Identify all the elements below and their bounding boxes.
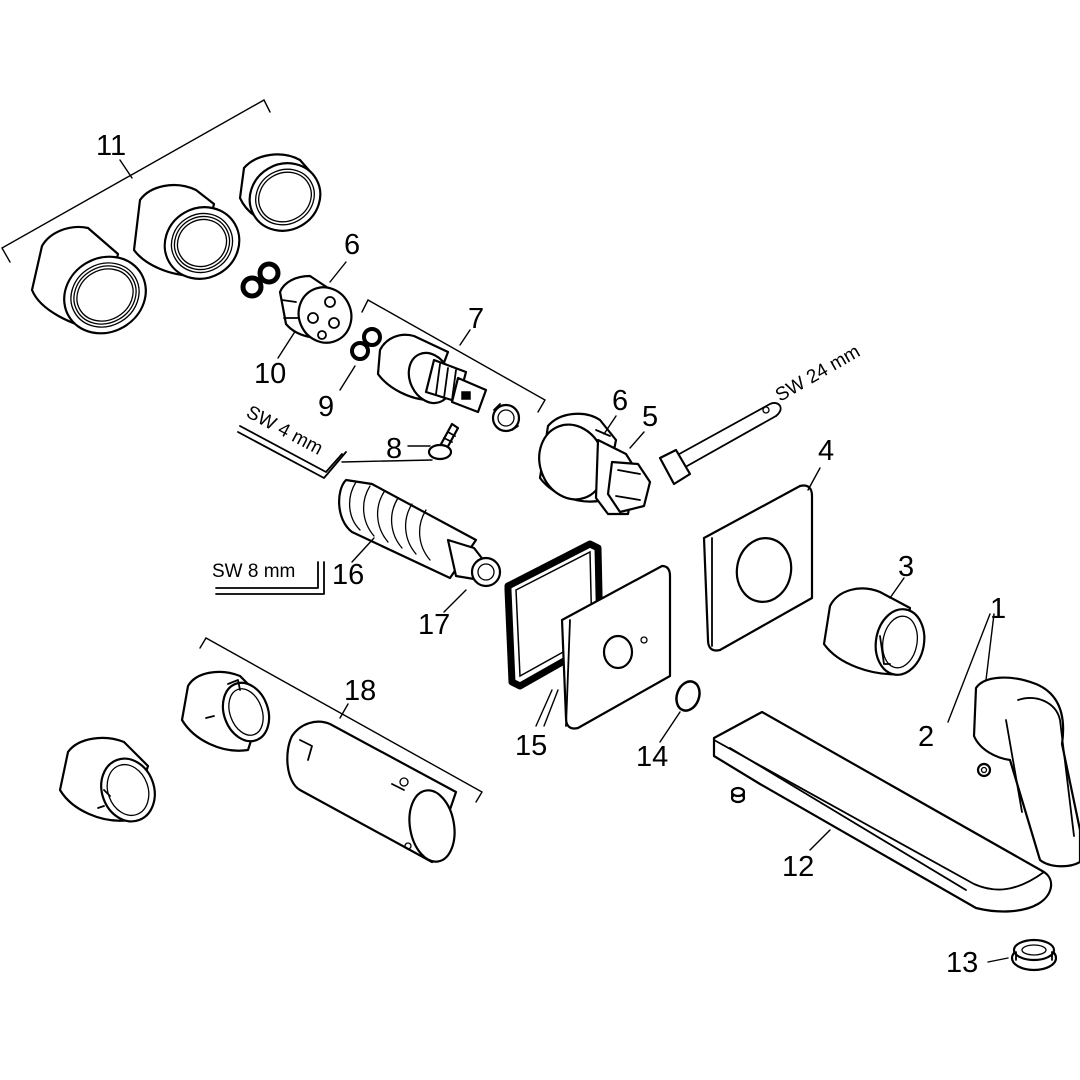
label-6-lower: 6 [612,385,628,417]
trim-sleeve-medium [132,183,241,280]
part-15-gasket-plate: 15 [504,540,672,762]
part-2-screw: 2 [918,721,992,778]
label-14: 14 [636,741,668,773]
label-7: 7 [468,303,484,335]
installation-adapter [180,670,271,752]
part-11-bracket [1,99,271,263]
part-9-seals: 9 [318,327,382,423]
label-10: 10 [254,358,286,390]
part-8-screw: 8 [386,422,460,465]
hex-key-8mm: SW 8 mm [212,561,325,595]
label-2: 2 [918,721,934,753]
part-12-spout: 12 [712,710,1053,913]
part-16-extension: 16 [332,478,490,591]
label-1: 1 [990,593,1006,625]
trim-sleeve-large [30,225,147,335]
part-14-o-ring: 14 [636,680,701,773]
label-18: 18 [344,675,376,707]
label-sw-8mm: SW 8 mm [212,561,295,582]
part-7-cartridge: 7 [361,299,546,433]
label-sw-24mm: SW 24 mm [772,341,864,406]
label-6-upper: 6 [344,229,360,261]
label-12: 12 [782,851,814,883]
label-17: 17 [418,609,450,641]
hex-key-4mm: SW 4 mm [237,402,433,479]
part-13-aerator: 13 [946,938,1058,979]
label-11: 11 [96,130,126,162]
label-4: 4 [818,435,834,467]
part-11-trim-sleeves: 11 [1,99,322,335]
part-6-diverter-body: 6 [278,229,360,344]
installation-tube [286,720,458,864]
label-sw-4mm: SW 4 mm [243,402,326,460]
part-10-seals: 10 [240,261,297,390]
label-5: 5 [642,401,658,433]
label-16: 16 [332,559,364,591]
part-4-rosette: 4 [702,435,834,652]
label-9: 9 [318,391,334,423]
trim-sleeve-small [238,153,322,232]
installation-cap [58,736,156,823]
part-11-leader [119,159,133,179]
label-3: 3 [898,551,914,583]
part-1-handle: 1 [947,593,1080,868]
part-3-sleeve: 3 [822,551,926,676]
label-15: 15 [515,730,547,762]
part-6-5-body-nut: 6 5 [538,385,658,516]
label-13: 13 [946,947,978,979]
part-18-installation-sleeves: 18 [58,637,483,864]
label-8: 8 [386,433,402,465]
part-17-adapter: 17 [418,556,502,641]
